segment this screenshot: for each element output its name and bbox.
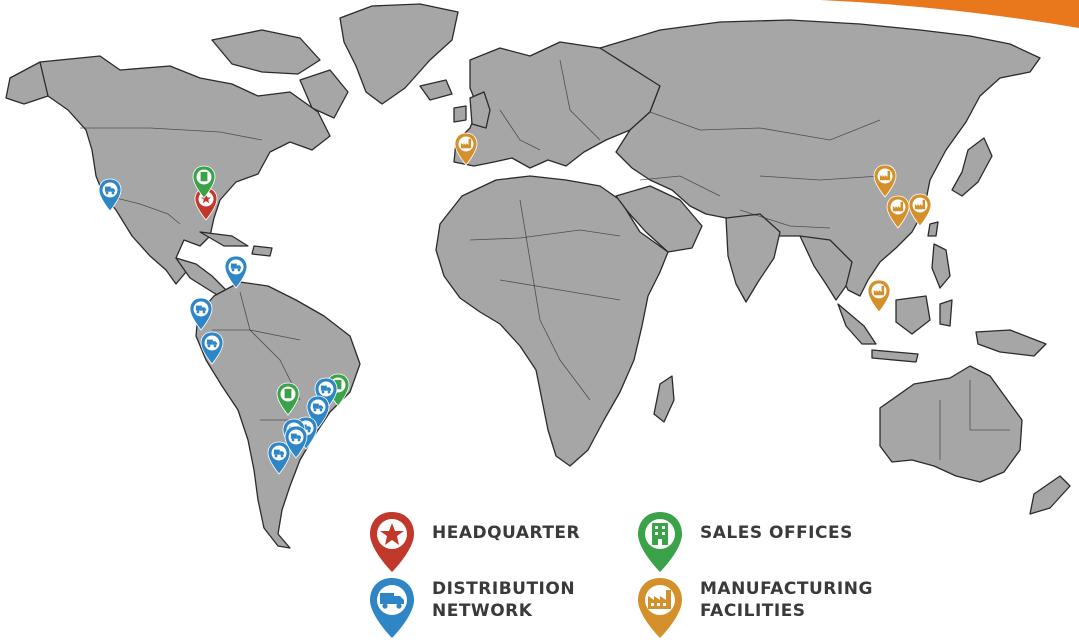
landmass-cuba [199,231,249,247]
landmass-philippines [931,243,951,289]
location-markers [98,132,932,475]
landmass-north-america [27,55,331,285]
sales-marker [192,165,216,199]
legend-sales-label: SALES OFFICES [700,523,853,543]
manufacturing-marker [886,195,910,229]
landmass-baffin [299,69,349,119]
corner-accent [820,0,1079,28]
landmass-japan [951,137,993,197]
border-africa-3 [539,319,591,401]
landmass-new-guinea [975,329,1047,357]
legend-distribution-network: DISTRIBUTION NETWORK [366,576,575,640]
distribution-marker [98,178,122,212]
border-africa-2 [499,279,621,301]
border-australia [939,380,1010,460]
border-russia [649,111,881,141]
distribution-marker [189,297,213,331]
landmass-australia [879,365,1023,483]
star-icon [380,523,404,545]
border-china-2 [739,209,831,229]
distribution-marker [267,441,291,475]
border-middle-east [639,175,721,197]
legend-headquarter-label: HEADQUARTER [432,523,581,543]
border-south-america-2 [212,329,301,341]
legend-distribution-label-line2: NETWORK [432,601,533,621]
manufacturing-marker [908,193,932,227]
sales-marker [276,382,300,416]
border-china-1 [759,175,881,181]
legend-manufacturing-label-line2: FACILITIES [700,601,806,621]
distribution-marker [200,331,224,365]
landmass-asia [599,19,1041,297]
border-us-canada [80,127,263,141]
landmasses [5,3,1071,549]
landmass-sulawesi [939,299,953,327]
landmass-taiwan [927,221,939,237]
landmass-south-america [195,281,361,549]
border-us-mexico [107,195,181,225]
border-europe-2 [559,59,601,141]
border-europe-1 [499,109,541,151]
landmass-new-zealand [1029,475,1071,515]
legend-headquarter: HEADQUARTER [366,510,580,574]
landmass-greenland [339,3,459,105]
landmass-java [871,349,919,363]
landmass-central-america [175,257,227,299]
manufacturing-marker [454,132,478,166]
legend-sales-offices: SALES OFFICES [634,510,853,574]
landmass-alaska [5,61,49,105]
landmass-arctic-islands [211,29,321,75]
truck-icon [380,593,404,609]
landmass-indochina [799,235,853,301]
landmass-sumatra [837,303,877,345]
landmass-borneo [895,295,931,335]
legend-distribution-label-line1: DISTRIBUTION [432,579,576,599]
distribution-marker [284,425,308,459]
legend-manufacturing-label-line1: MANUFACTURING [700,579,873,599]
manufacturing-pin-icon [638,578,682,638]
border-south-america-1 [239,291,301,401]
landmass-ireland [453,105,467,123]
landmass-hispaniola [251,245,273,257]
sales-pin-icon [638,512,682,572]
legend-manufacturing-facilities: MANUFACTURING FACILITIES [634,576,873,640]
manufacturing-marker [867,279,891,313]
border-africa-1 [469,229,621,241]
landmass-iceland [419,79,453,101]
distribution-pin-icon [370,578,414,638]
headquarter-pin-icon [370,512,414,572]
distribution-marker [224,255,248,289]
landmass-africa [435,175,669,467]
distribution-marker [306,395,330,429]
landmass-uk [469,91,491,129]
landmass-arabia [615,185,703,253]
landmass-india [725,213,781,303]
border-africa-4 [519,199,541,321]
manufacturing-marker [873,164,897,198]
landmass-madagascar [653,375,675,423]
